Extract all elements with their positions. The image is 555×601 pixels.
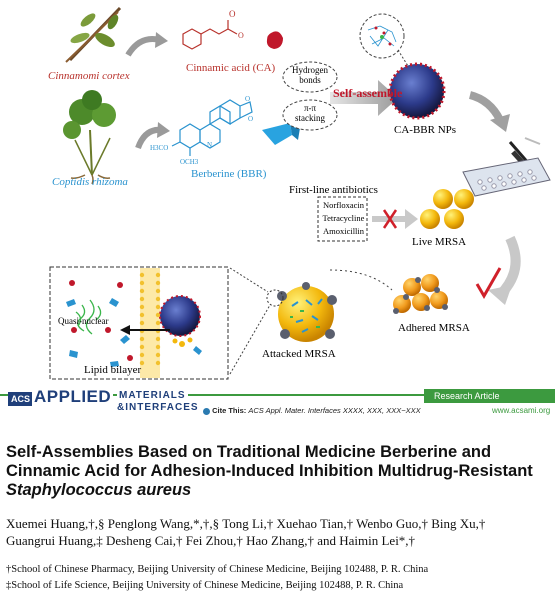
plant2-label: Coptidis rhizoma <box>52 176 128 188</box>
affiliation: †School of Chinese Pharmacy, Beijing Uni… <box>6 564 429 575</box>
coptis-plant-icon <box>63 90 116 185</box>
journal-header: ACS APPLIED MATERIALS &INTERFACES Resear… <box>0 386 555 430</box>
journal-website[interactable]: www.acsami.org <box>492 406 551 415</box>
cinnamon-plant-icon <box>65 6 122 63</box>
live-mrsa-label: Live MRSA <box>412 236 467 248</box>
self-assemble-label: Self-assemble <box>333 86 403 100</box>
journal-name-applied: APPLIED <box>32 387 114 407</box>
attacked-mrsa-label: Attacked MRSA <box>262 348 336 360</box>
header-rule <box>0 394 555 396</box>
pipi-label: π-π stacking <box>295 103 325 123</box>
antibiotic-item: Amoxicillin <box>322 226 365 236</box>
antibiotics-list: Norfloxacin Tetracycline Amoxicillin <box>320 199 367 238</box>
svg-text:O: O <box>248 115 253 123</box>
svg-text:H3CO: H3CO <box>150 144 168 152</box>
bbr-particle-icon <box>262 123 292 145</box>
antibiotic-item: Tetracycline <box>322 213 365 223</box>
lipid-bilayer-icon <box>139 268 161 378</box>
acs-logo: ACS <box>8 392 34 406</box>
nps-label: CA-BBR NPs <box>394 124 457 136</box>
author-list: Xuemei Huang,†,§ Penglong Wang,*,†,§ Ton… <box>6 515 551 549</box>
antibiotics-title: First-line antibiotics <box>289 184 378 196</box>
hbond-label: Hydrogen bonds <box>292 65 328 85</box>
quasi-nuclear-label: Quasi-nuclear <box>58 316 109 326</box>
attacked-mrsa-icon <box>277 282 337 342</box>
cite-icon <box>203 407 210 415</box>
adhered-mrsa-label: Adhered MRSA <box>398 322 470 334</box>
svg-text:O: O <box>245 95 250 103</box>
svg-text:O: O <box>229 9 236 19</box>
svg-text:N: N <box>207 141 212 149</box>
adhered-mrsa-icon <box>393 274 448 314</box>
live-mrsa-icon <box>420 189 474 229</box>
berberine-structure <box>171 99 253 156</box>
svg-text:O: O <box>238 31 244 40</box>
author-line: Xuemei Huang,†,§ Penglong Wang,*,†,§ Ton… <box>6 516 486 531</box>
journal-name-materials: MATERIALS <box>117 390 188 401</box>
article-type-badge: Research Article <box>424 389 555 403</box>
journal-name-interfaces: &INTERFACES <box>117 402 199 413</box>
graphical-abstract: O O N O O H3CO OCH3 <box>49 6 551 380</box>
author-line: Guangrui Huang,‡ Desheng Cai,† Fei Zhou,… <box>6 533 416 548</box>
cinnamic-acid-structure <box>182 20 238 50</box>
ca-bbr-np-icon <box>388 62 446 120</box>
cite-line: Cite This: ACS Appl. Mater. Interfaces X… <box>203 406 421 415</box>
ca-label: Cinnamic acid (CA) <box>186 62 276 74</box>
antibiotic-item: Norfloxacin <box>322 200 365 210</box>
well-plate-icon <box>462 157 551 197</box>
bbr-label: Berberine (BBR) <box>191 168 267 180</box>
plant1-label: Cinnamomi cortex <box>48 70 130 82</box>
article-title: Self-Assemblies Based on Traditional Med… <box>6 443 533 499</box>
lipid-bilayer-label: Lipid bilayer <box>84 364 142 376</box>
svg-text:OCH3: OCH3 <box>180 158 199 166</box>
affiliation: ‡School of Life Science, Beijing Univers… <box>6 580 404 591</box>
ca-particle-icon <box>266 31 283 49</box>
